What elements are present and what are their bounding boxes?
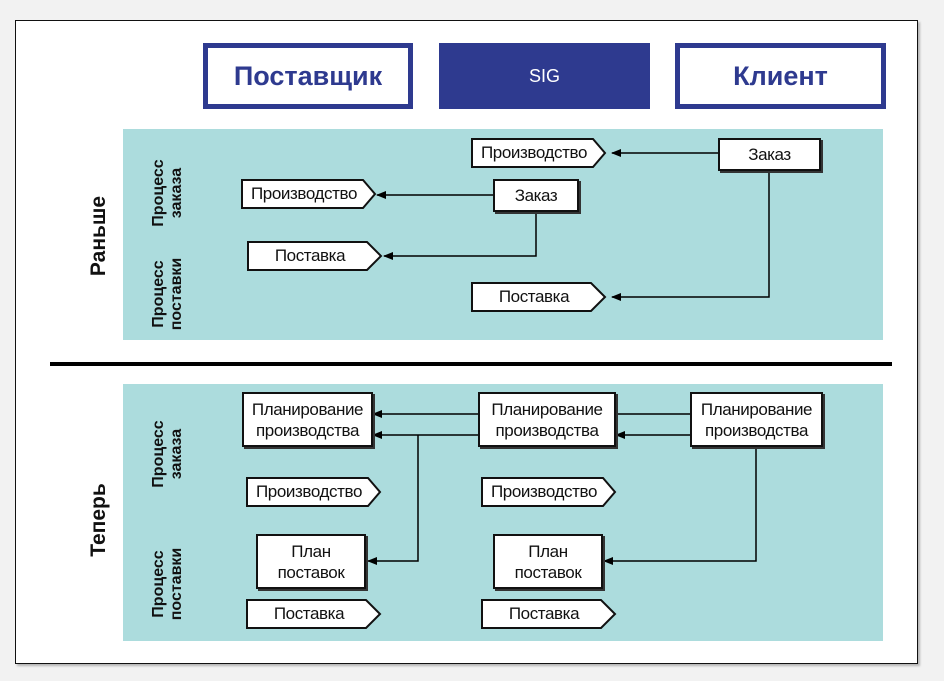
before-sig-delivery-label: Поставка [498,287,570,306]
now-sig-plan-box: План поставок [493,534,603,589]
now-sig-production-label: Производство [490,482,598,501]
sig-header: SIG [439,43,650,109]
before-client-order-box: Заказ [718,138,821,171]
before-client-order-to-sig-delivery [611,170,770,301]
supplier-header: Поставщик [203,43,413,109]
now-client-planning-to-sig-plan [603,447,757,565]
now-sig-planning-box: Планирование производства [478,392,616,447]
now-sig-planning-to-supplier-plan [367,435,419,565]
now-supplier-production-label: Производство [255,482,363,501]
before-supplier-delivery-label: Поставка [274,246,346,265]
now-supplier-plan-box: План поставок [256,534,366,589]
section-divider [50,362,892,366]
before-sig-order-to-supplier-delivery [383,211,537,260]
now-supplier-delivery-label: Поставка [273,604,345,623]
now-supplier-planning-box: Планирование производства [242,392,373,447]
client-header: Клиент [675,43,886,109]
now-client-planning-box: Планирование производства [690,392,823,447]
before-sig-production-label: Производство [480,143,588,162]
before-supplier-production-label: Производство [250,184,358,203]
before-sig-order-box: Заказ [493,179,579,212]
now-sig-delivery-label: Поставка [508,604,580,623]
